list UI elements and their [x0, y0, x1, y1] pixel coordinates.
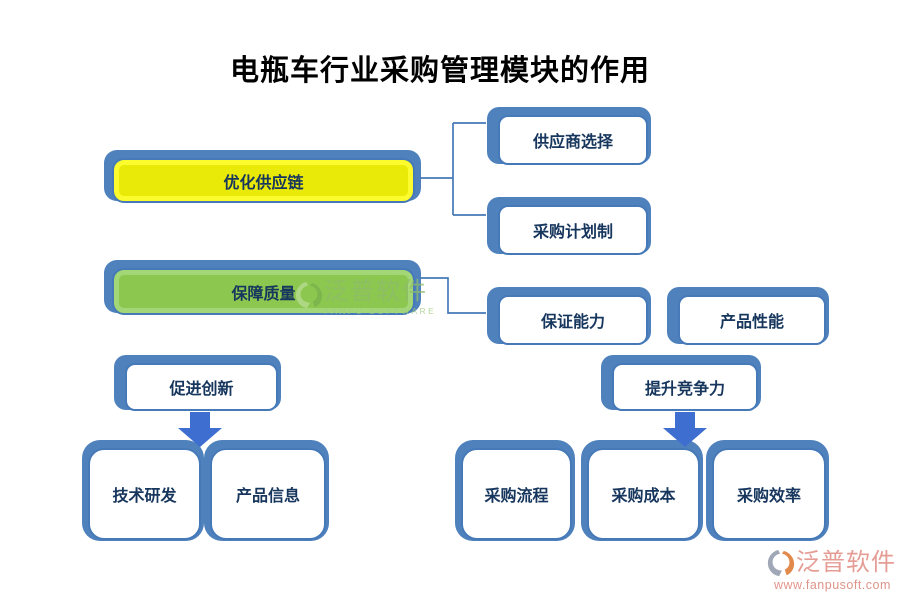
node-promote-innovation: 促进创新: [114, 355, 281, 411]
node-optimize-supply-chain: 优化供应链: [104, 150, 421, 203]
node-procurement-efficiency: 采购效率: [706, 440, 829, 541]
node-product-performance: 产品性能: [667, 287, 829, 345]
fanpu-logo-icon: [295, 281, 323, 309]
down-arrow-right: [663, 412, 707, 447]
node-capability-assurance: 保证能力: [487, 287, 651, 345]
watermark-center: 泛普软件 FANPU SOFTWARE: [294, 279, 436, 316]
node-tech-rd: 技术研发: [82, 440, 204, 541]
node-procurement-planning: 采购计划制: [487, 197, 651, 255]
bracket-connectors: [420, 122, 486, 314]
node-supplier-selection: 供应商选择: [487, 107, 651, 165]
node-product-info: 产品信息: [204, 440, 329, 541]
node-procurement-cost: 采购成本: [581, 440, 703, 541]
watermark-brand: 泛普软件: [796, 549, 896, 576]
down-arrow-left: [178, 412, 222, 447]
node-enhance-competitiveness: 提升竞争力: [601, 355, 761, 411]
watermark-url: www.fanpusoft.com: [774, 578, 891, 592]
watermark-corner: 泛普软件 www.fanpusoft.com: [766, 548, 896, 592]
node-procurement-process: 采购流程: [455, 440, 575, 541]
watermark-tagline: FANPU SOFTWARE: [324, 306, 437, 316]
fanpu-logo-icon: [767, 549, 795, 577]
watermark-brand: 泛普软件: [324, 278, 428, 305]
node-ensure-quality: 保障质量: [104, 260, 421, 315]
diagram-title: 电瓶车行业采购管理模块的作用: [229, 53, 650, 87]
